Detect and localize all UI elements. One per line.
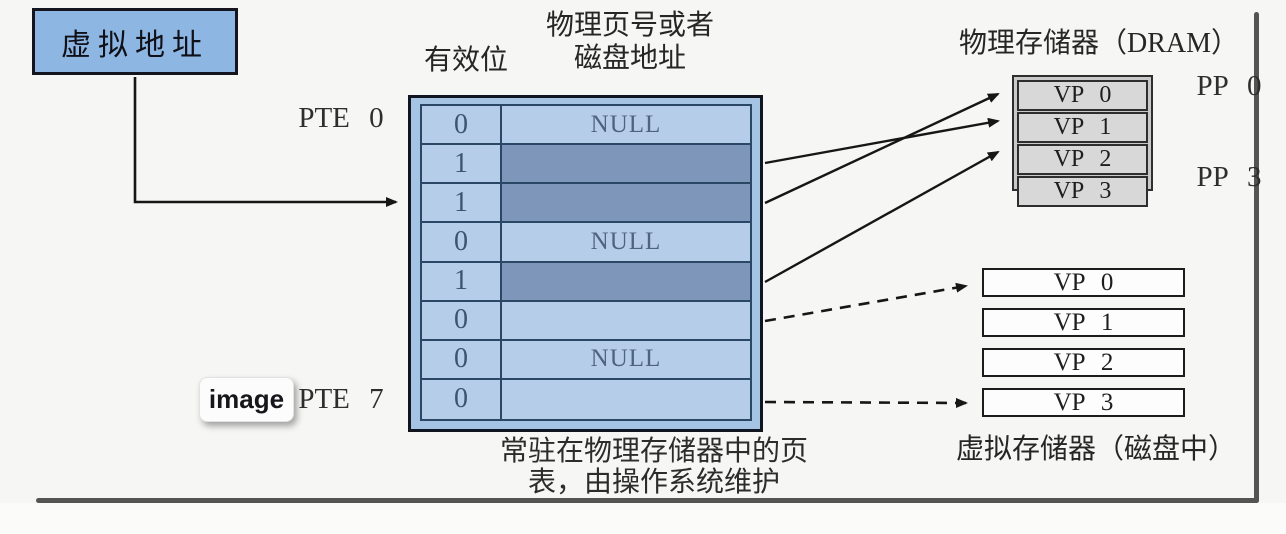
arrow-pte4-to-dram-vp2 <box>764 150 1000 284</box>
page-table-caption: 常驻在物理存储器中的页 表，由操作系统维护 <box>426 436 882 498</box>
arrow-pte1-to-dram-vp1 <box>764 117 1000 165</box>
valid-bit-cell: 0 <box>422 301 502 339</box>
caption-line1: 常驻在物理存储器中的页 <box>499 436 808 467</box>
below-frame-strip <box>0 503 1286 534</box>
value-cell <box>502 301 750 339</box>
virtual-address-label: 虚拟地址 <box>61 28 209 62</box>
image-badge-label: image <box>208 384 285 414</box>
value-cell <box>502 184 750 222</box>
value-cell <box>502 379 750 419</box>
disk-page-vp1: VP 1 <box>982 308 1185 337</box>
valid-bit-cell: 0 <box>422 106 502 144</box>
pp-3-label: PP 3 <box>1196 161 1262 193</box>
arrow-pte7-to-disk-vp3 <box>764 397 968 408</box>
value-cell <box>502 145 750 183</box>
valid-bit-cell: 1 <box>422 262 502 300</box>
valid-bit-cell: 1 <box>422 184 502 222</box>
disk-page-vp2: VP 2 <box>982 348 1185 377</box>
pte-row-4: 1 <box>422 262 750 302</box>
valid-bit-cell: 1 <box>422 145 502 183</box>
disk-page-vp0: VP 0 <box>982 268 1185 297</box>
page-table-inner: 0 NULL 1 1 0 NULL 1 0 0 NULL 0 <box>420 104 752 421</box>
dram-page-vp0: VP 0 <box>1017 80 1148 111</box>
pte-7-label: PTE 7 <box>298 383 384 415</box>
pte-0-label: PTE 0 <box>298 102 384 134</box>
valid-bit-cell: 0 <box>422 223 502 261</box>
page-table: 0 NULL 1 1 0 NULL 1 0 0 NULL 0 <box>408 95 763 432</box>
disk-page-vp3: VP 3 <box>982 388 1185 417</box>
dram-page-vp1: VP 1 <box>1017 112 1148 143</box>
value-column-header: 物理页号或者 磁盘地址 <box>524 9 736 75</box>
valid-bit-header: 有效位 <box>423 45 508 76</box>
dram-box: VP 0 VP 1 VP 2 VP 3 <box>1012 75 1153 207</box>
pp-0-label: PP 0 <box>1196 70 1262 102</box>
value-cell: NULL <box>502 106 750 144</box>
pte-row-5: 0 <box>422 301 750 341</box>
pte-row-2: 1 <box>422 184 750 224</box>
value-header-line2: 磁盘地址 <box>573 43 686 74</box>
arrow-pte5-to-disk-vp0 <box>764 282 968 323</box>
screenshot-frame-right <box>1254 12 1259 503</box>
screenshot-frame-bottom <box>36 498 1259 503</box>
valid-bit-cell: 0 <box>422 379 502 419</box>
arrow-pte2-to-dram-vp0 <box>764 92 1000 205</box>
value-cell <box>502 262 750 300</box>
value-cell: NULL <box>502 223 750 261</box>
pte-row-6: 0 NULL <box>422 340 750 380</box>
value-cell: NULL <box>502 340 750 378</box>
pte-row-1: 1 <box>422 145 750 185</box>
pte-row-0: 0 NULL <box>422 106 750 146</box>
pte-row-7: 0 <box>422 379 750 419</box>
pte-row-3: 0 NULL <box>422 223 750 263</box>
disk-title: 虚拟存储器（磁盘中） <box>955 434 1236 465</box>
image-tooltip-badge: image <box>199 377 294 422</box>
dram-title: 物理存储器（DRAM） <box>958 28 1239 59</box>
arrow-va-to-pte2 <box>133 77 398 207</box>
caption-line2: 表，由操作系统维护 <box>527 467 780 498</box>
valid-bit-cell: 0 <box>422 340 502 378</box>
virtual-address-box: 虚拟地址 <box>32 8 238 75</box>
value-header-line1: 物理页号或者 <box>545 10 714 41</box>
dram-page-vp3: VP 3 <box>1017 176 1148 207</box>
dram-page-vp2: VP 2 <box>1017 144 1148 175</box>
